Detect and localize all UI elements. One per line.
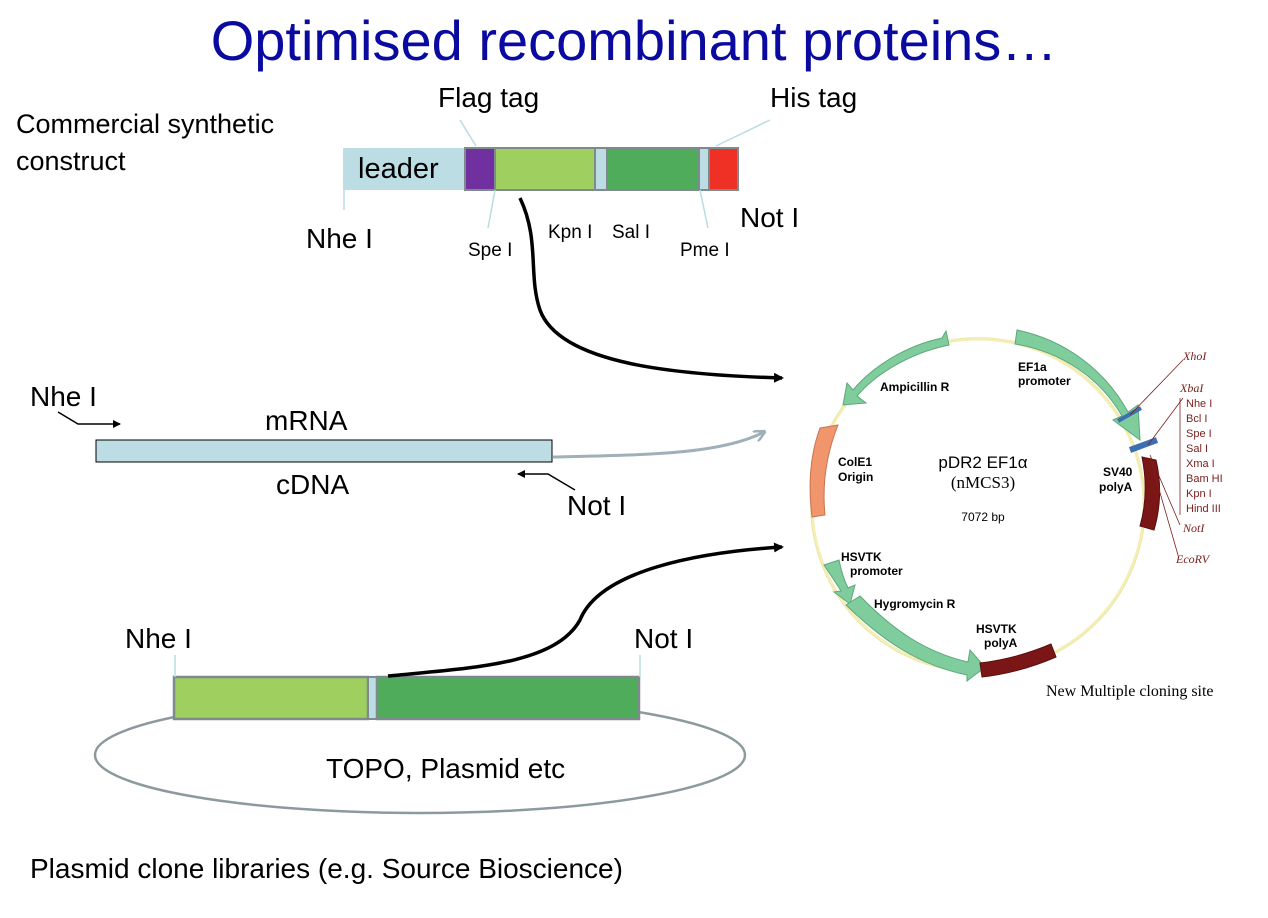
cdna-label: cDNA xyxy=(276,469,349,500)
cole1-feature xyxy=(809,424,839,518)
ef1a-label-1: EF1a xyxy=(1018,360,1047,374)
mrna-bar xyxy=(95,439,553,463)
hsvtk-promoter-label-1: HSVTK xyxy=(841,550,882,564)
eco-site-label: EcoRV xyxy=(1175,552,1211,566)
construct-label-line2: construct xyxy=(16,146,126,176)
hsvtk-polya-label-2: polyA xyxy=(984,636,1018,650)
reverse-primer-arrow xyxy=(517,470,576,491)
sv40-label-2: polyA xyxy=(1099,480,1133,494)
mcs-site-item: Bam HI xyxy=(1186,473,1223,485)
leader-label: leader xyxy=(358,153,439,185)
forward-primer-arrow xyxy=(57,411,121,428)
xba-site-label: XbaI xyxy=(1179,381,1204,395)
topo-linker xyxy=(367,676,378,720)
topo-nhe-label: Nhe I xyxy=(125,623,192,654)
ef1a-label-2: promoter xyxy=(1018,374,1071,388)
sv40-label-1: SV40 xyxy=(1103,465,1133,479)
cole1-label-1: ColE1 xyxy=(838,455,872,469)
hsvtk-polya-label-1: HSVTK xyxy=(976,622,1017,636)
construct-bar xyxy=(343,147,739,191)
mcs-site-item: Kpn I xyxy=(1186,488,1212,500)
mcs-site-item: Spe I xyxy=(1186,428,1212,440)
plasmid-map: Ampicillin R EF1a promoter ColE1 Origin … xyxy=(809,329,1223,700)
mcs-site-item: Sal I xyxy=(1186,443,1208,455)
plasmid-name: pDR2 EF1α xyxy=(938,453,1027,472)
flag-segment xyxy=(464,147,496,191)
his-segment xyxy=(708,147,739,191)
not-leader-line xyxy=(1149,454,1181,526)
topo-to-plasmid-arrow xyxy=(387,542,784,678)
insert-light-segment xyxy=(494,147,596,191)
mcs-site-marker xyxy=(1128,437,1159,453)
mcs-site-item: Xma I xyxy=(1186,458,1215,470)
flag-tag-pointer xyxy=(459,119,477,147)
hsvtk-promoter-feature xyxy=(823,559,856,605)
hsvtk-promoter-label-2: promoter xyxy=(850,564,903,578)
construct-label-line1: Commercial synthetic xyxy=(16,109,274,139)
leader-segment xyxy=(343,148,465,190)
his-tag-label: His tag xyxy=(770,82,857,113)
spe-site-label: Spe I xyxy=(468,240,512,261)
xba-leader-line xyxy=(1147,397,1184,446)
ampicillin-label: Ampicillin R xyxy=(880,380,950,394)
xho-site-label: XhoI xyxy=(1182,349,1207,363)
hygromycin-label: Hygromycin R xyxy=(874,597,956,611)
mrna-label: mRNA xyxy=(265,405,348,436)
mcs-site-item: Hind III xyxy=(1186,503,1221,515)
topo-not-label: Not I xyxy=(634,623,693,654)
xho-leader-line xyxy=(1129,359,1184,416)
construct-to-plasmid-arrow xyxy=(518,197,784,383)
nhe-site-label: Nhe I xyxy=(306,223,373,254)
footer-caption: Plasmid clone libraries (e.g. Source Bio… xyxy=(30,853,623,884)
topo-insert-dark xyxy=(375,675,641,721)
xho-site-marker xyxy=(1117,406,1142,423)
not-site-label: Not I xyxy=(740,202,799,233)
insert-dark-segment xyxy=(606,147,700,191)
cdna-to-plasmid-arrow xyxy=(552,432,764,459)
mcs-site-list: Nhe I Bcl I Spe I Sal I Xma I Bam HI Kpn… xyxy=(1186,398,1223,515)
pme-site-label: Pme I xyxy=(680,240,730,261)
his-tag-pointer xyxy=(715,119,771,147)
mcs-site-item: Bcl I xyxy=(1186,413,1207,425)
ef1a-feature xyxy=(1014,329,1141,442)
cole1-label-2: Origin xyxy=(838,470,873,484)
mcs-site-item: Nhe I xyxy=(1186,398,1212,410)
ampicillin-feature xyxy=(842,329,950,406)
linker-segment-1 xyxy=(594,147,608,191)
topo-label: TOPO, Plasmid etc xyxy=(326,753,565,784)
hsvtk-polya-feature xyxy=(979,643,1057,678)
spe-site-pointer xyxy=(487,189,496,229)
sal-site-label: Sal I xyxy=(612,222,650,243)
eco-leader-line xyxy=(1149,457,1179,556)
mrna-not-label: Not I xyxy=(567,490,626,521)
plasmid-size: 7072 bp xyxy=(961,510,1005,524)
linker-segment-2 xyxy=(698,147,710,191)
topo-insert-light xyxy=(172,675,370,721)
kpn-site-label: Kpn I xyxy=(548,222,592,243)
flag-tag-label: Flag tag xyxy=(438,82,539,113)
mrna-nhe-label: Nhe I xyxy=(30,381,97,412)
pme-site-pointer xyxy=(699,189,709,229)
plasmid-caption: New Multiple cloning site xyxy=(1046,683,1214,700)
topo-insert-bar xyxy=(172,675,641,721)
plasmid-subname: (nMCS3) xyxy=(951,473,1015,492)
not-site-map-label: NotI xyxy=(1182,521,1205,535)
page-title: Optimised recombinant proteins… xyxy=(211,9,1058,72)
